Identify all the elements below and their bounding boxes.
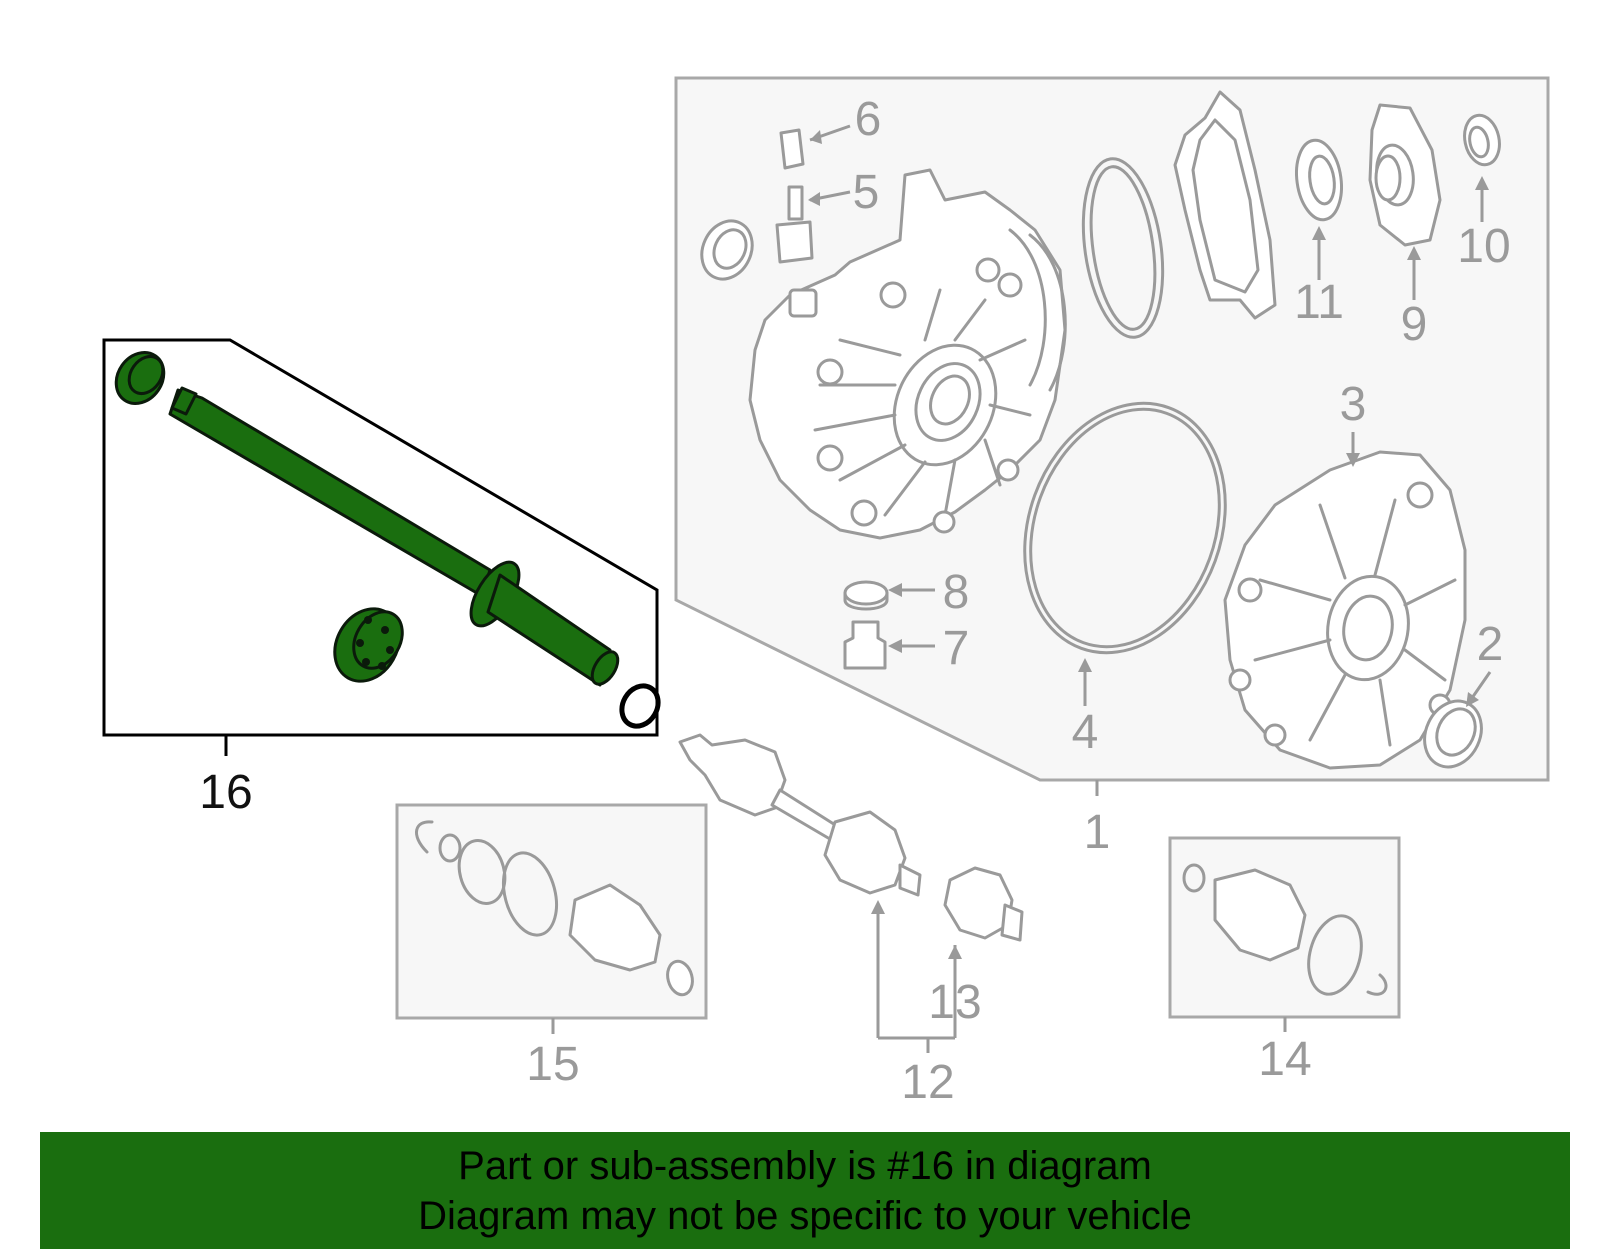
part-8-ring[interactable]: [843, 580, 935, 611]
notice-banner: Part or sub-assembly is #16 in diagram D…: [40, 1132, 1570, 1249]
callout-2: 2: [1477, 618, 1504, 671]
notice-line-1: Part or sub-assembly is #16 in diagram: [458, 1143, 1152, 1188]
part-10-seal[interactable]: [1460, 112, 1504, 222]
callout-10: 10: [1457, 220, 1510, 273]
notice-line-2: Diagram may not be specific to your vehi…: [418, 1193, 1192, 1238]
boot-kit-15-parts[interactable]: [415, 820, 696, 998]
callout-6: 6: [855, 93, 882, 146]
callout-12: 12: [901, 1056, 954, 1109]
callout-13: 13: [928, 976, 981, 1029]
callout-8: 8: [943, 566, 970, 619]
gasket-plate[interactable]: [1173, 90, 1277, 320]
part-11-seal[interactable]: [1292, 137, 1347, 280]
part-6-cap[interactable]: [779, 124, 851, 170]
callout-14: 14: [1258, 1033, 1311, 1086]
callout-11: 11: [1294, 276, 1344, 329]
part-7-plug[interactable]: [843, 620, 935, 670]
part-12-axle-shaft[interactable]: [678, 733, 962, 1053]
callout-1: 1: [1084, 806, 1111, 859]
callout-5: 5: [853, 166, 880, 219]
intermediate-shaft-part-16[interactable]: [106, 343, 665, 732]
callout-3: 3: [1340, 378, 1367, 431]
callout-15: 15: [526, 1038, 579, 1091]
callout-9: 9: [1401, 298, 1428, 351]
boot-kit-14-parts[interactable]: [1182, 863, 1388, 1000]
part-13-outer-joint[interactable]: [943, 866, 1024, 942]
part-4-o-ring[interactable]: [991, 375, 1259, 706]
part-2-seal[interactable]: [1414, 671, 1492, 776]
seal-ring-left[interactable]: [693, 213, 762, 288]
part-3-cover[interactable]: [1223, 432, 1467, 770]
o-ring-upper[interactable]: [1073, 154, 1173, 343]
part-9-flange[interactable]: [1368, 103, 1442, 300]
assembly-15-box: [395, 803, 708, 1034]
differential-housing[interactable]: [748, 168, 1067, 540]
callout-4: 4: [1072, 706, 1099, 759]
part-5-stud[interactable]: [775, 185, 851, 264]
callout-7: 7: [943, 622, 970, 675]
callout-16: 16: [199, 766, 252, 819]
